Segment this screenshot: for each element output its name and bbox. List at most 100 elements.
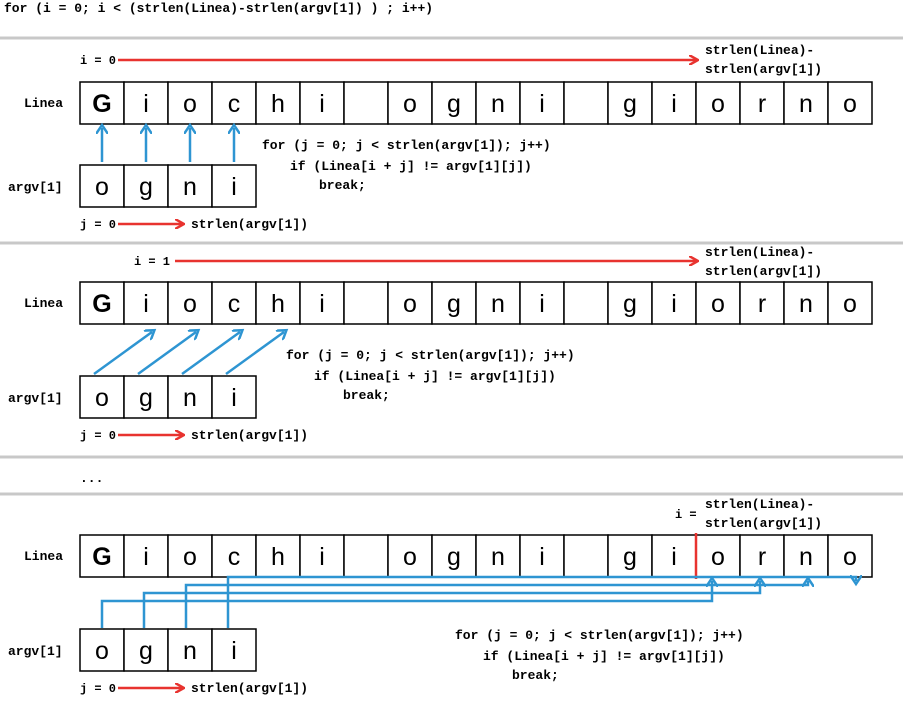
- linea-cell: [343, 534, 389, 578]
- linea-char: c: [228, 290, 241, 318]
- argv-char: n: [183, 384, 197, 412]
- argv-char: i: [231, 637, 237, 665]
- linea-char: g: [623, 543, 637, 571]
- argv-cell: i: [211, 375, 257, 419]
- argv-char: i: [231, 384, 237, 412]
- compare-arrow: [100, 581, 712, 628]
- inner-loop-code-line1: for (j = 0; j < strlen(argv[1]); j++): [262, 138, 551, 153]
- i-end-label-line2: strlen(argv[1]): [705, 62, 822, 77]
- linea-label: Linea: [24, 549, 63, 564]
- linea-char: o: [403, 290, 417, 318]
- compare-arrow: [181, 332, 240, 376]
- i-end-label-line1: strlen(Linea)-: [705, 245, 814, 260]
- linea-cell: o: [827, 534, 873, 578]
- linea-char: o: [711, 290, 725, 318]
- inner-loop-code-line2: if (Linea[i + j] != argv[1][j]): [314, 369, 556, 384]
- linea-cell: i: [651, 534, 697, 578]
- linea-char: c: [228, 543, 241, 571]
- i-value-label: i =: [675, 508, 697, 522]
- linea-char: i: [319, 543, 325, 571]
- outer-loop-code: for (i = 0; i < (strlen(Linea)-strlen(ar…: [4, 1, 433, 16]
- argv-char: n: [183, 637, 197, 665]
- compare-arrow: [137, 332, 196, 376]
- linea-char: G: [92, 543, 111, 571]
- linea-cell: o: [827, 81, 873, 125]
- linea-char: G: [92, 290, 111, 318]
- linea-cell: n: [783, 81, 829, 125]
- linea-char: i: [143, 90, 149, 118]
- linea-char: i: [319, 90, 325, 118]
- linea-char: i: [143, 543, 149, 571]
- linea-cell: o: [167, 534, 213, 578]
- argv-cell: o: [79, 375, 125, 419]
- argv-label: argv[1]: [8, 391, 63, 406]
- linea-cell: h: [255, 534, 301, 578]
- linea-cell: r: [739, 534, 785, 578]
- argv-char: g: [139, 384, 153, 412]
- inner-loop-code-line1: for (j = 0; j < strlen(argv[1]); j++): [286, 348, 575, 363]
- linea-cell: r: [739, 81, 785, 125]
- linea-cell: o: [167, 81, 213, 125]
- linea-char: o: [403, 543, 417, 571]
- linea-cell: o: [695, 81, 741, 125]
- linea-char: g: [623, 290, 637, 318]
- linea-cell: o: [167, 281, 213, 325]
- compare-arrow: [184, 581, 808, 628]
- linea-cell: g: [607, 281, 653, 325]
- argv-char: g: [139, 637, 153, 665]
- linea-char: r: [758, 290, 766, 318]
- linea-char: n: [491, 543, 505, 571]
- linea-char: r: [758, 543, 766, 571]
- j-end-label: strlen(argv[1]): [191, 217, 308, 232]
- argv-cell: g: [123, 628, 169, 672]
- linea-cell: i: [123, 81, 169, 125]
- linea-cell: g: [431, 81, 477, 125]
- linea-char: n: [799, 290, 813, 318]
- linea-cell: o: [827, 281, 873, 325]
- linea-cell: i: [299, 534, 345, 578]
- linea-cell: n: [783, 281, 829, 325]
- linea-char: c: [228, 90, 241, 118]
- linea-char: h: [271, 90, 285, 118]
- linea-char: i: [671, 543, 677, 571]
- argv-cell: g: [123, 164, 169, 208]
- linea-cell: c: [211, 534, 257, 578]
- inner-loop-code-line2: if (Linea[i + j] != argv[1][j]): [483, 649, 725, 664]
- argv-cell: n: [167, 375, 213, 419]
- linea-char: o: [403, 90, 417, 118]
- compare-arrow: [225, 332, 284, 376]
- linea-char: g: [623, 90, 637, 118]
- linea-char: o: [711, 543, 725, 571]
- argv-cell: n: [167, 628, 213, 672]
- i-end-label-line2: strlen(argv[1]): [705, 264, 822, 279]
- j-start-label: j = 0: [80, 429, 116, 443]
- linea-cell: n: [475, 81, 521, 125]
- linea-cell: o: [387, 81, 433, 125]
- linea-char: o: [843, 290, 857, 318]
- linea-char: o: [843, 543, 857, 571]
- linea-cell: n: [475, 534, 521, 578]
- linea-char: o: [843, 90, 857, 118]
- linea-cell: [343, 81, 389, 125]
- ellipsis-text: ...: [80, 471, 103, 486]
- linea-cell: g: [431, 281, 477, 325]
- linea-char: i: [671, 90, 677, 118]
- linea-cell: o: [695, 534, 741, 578]
- linea-char: g: [447, 90, 461, 118]
- linea-cell: [563, 281, 609, 325]
- linea-cell: r: [739, 281, 785, 325]
- linea-cell: n: [783, 534, 829, 578]
- argv-char: g: [139, 173, 153, 201]
- i-end-label-line1: strlen(Linea)-: [705, 43, 814, 58]
- linea-cell: h: [255, 81, 301, 125]
- i-end-label-line1: strlen(Linea)-: [705, 497, 814, 512]
- compare-arrow: [142, 581, 760, 628]
- linea-char: g: [447, 290, 461, 318]
- linea-cell: i: [299, 81, 345, 125]
- linea-label: Linea: [24, 296, 63, 311]
